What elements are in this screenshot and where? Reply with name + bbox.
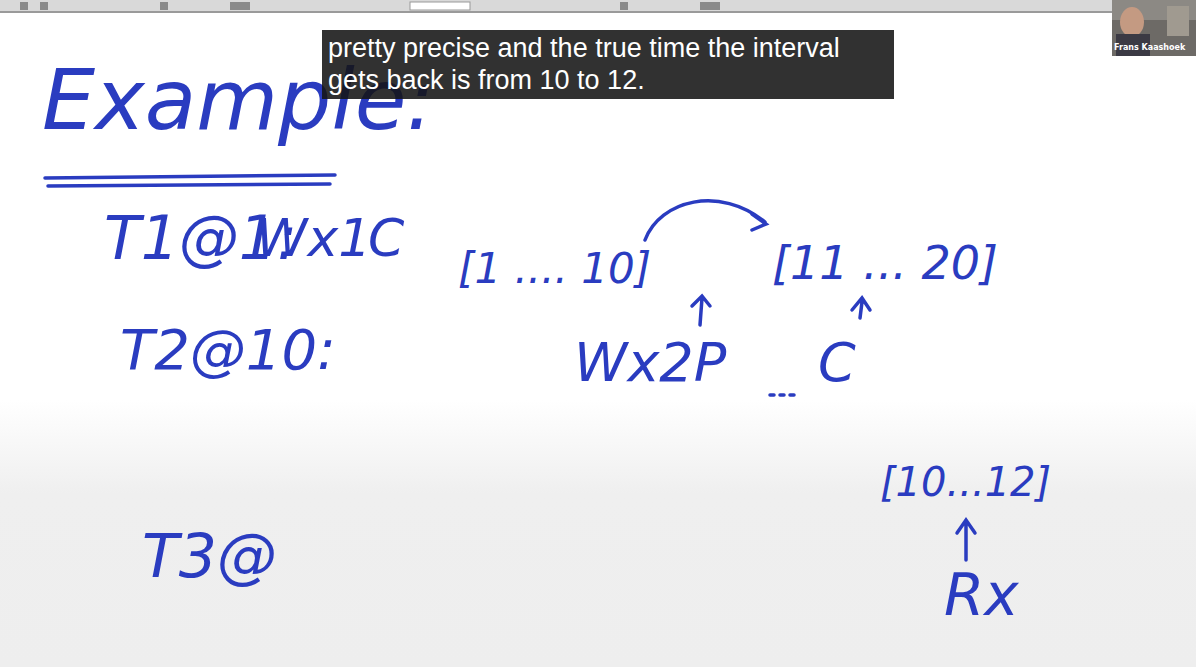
arrow-head [752,214,766,230]
toolbar [0,0,1196,12]
toolbar-edge [0,11,1196,13]
subtitle: pretty precise and the true time the int… [322,30,894,99]
write-op: Wx2P [574,336,726,390]
up-arrow [692,296,710,325]
interval: [11 ... 20] [772,240,998,286]
underline [48,184,330,186]
read-op: Rx [944,566,1019,624]
screen-shade [0,400,1196,667]
interval: [1 .... 10] [458,248,651,290]
up-arrow [957,520,975,560]
transaction-label: T3@ [142,526,277,586]
commit-op: C [818,336,856,390]
curved-arrow [645,201,765,240]
dots [770,393,800,397]
ink-strokes [45,175,975,560]
transaction-label: T2@10: [120,322,336,378]
presenter-name: Frans Kaashoek [1114,43,1185,52]
toolbar-icons [20,2,720,10]
commit-op: C [368,212,404,264]
interval: [10...12] [880,462,1051,502]
write-op: Wx1 [256,212,371,264]
underline [45,175,335,178]
up-arrow [852,298,870,318]
